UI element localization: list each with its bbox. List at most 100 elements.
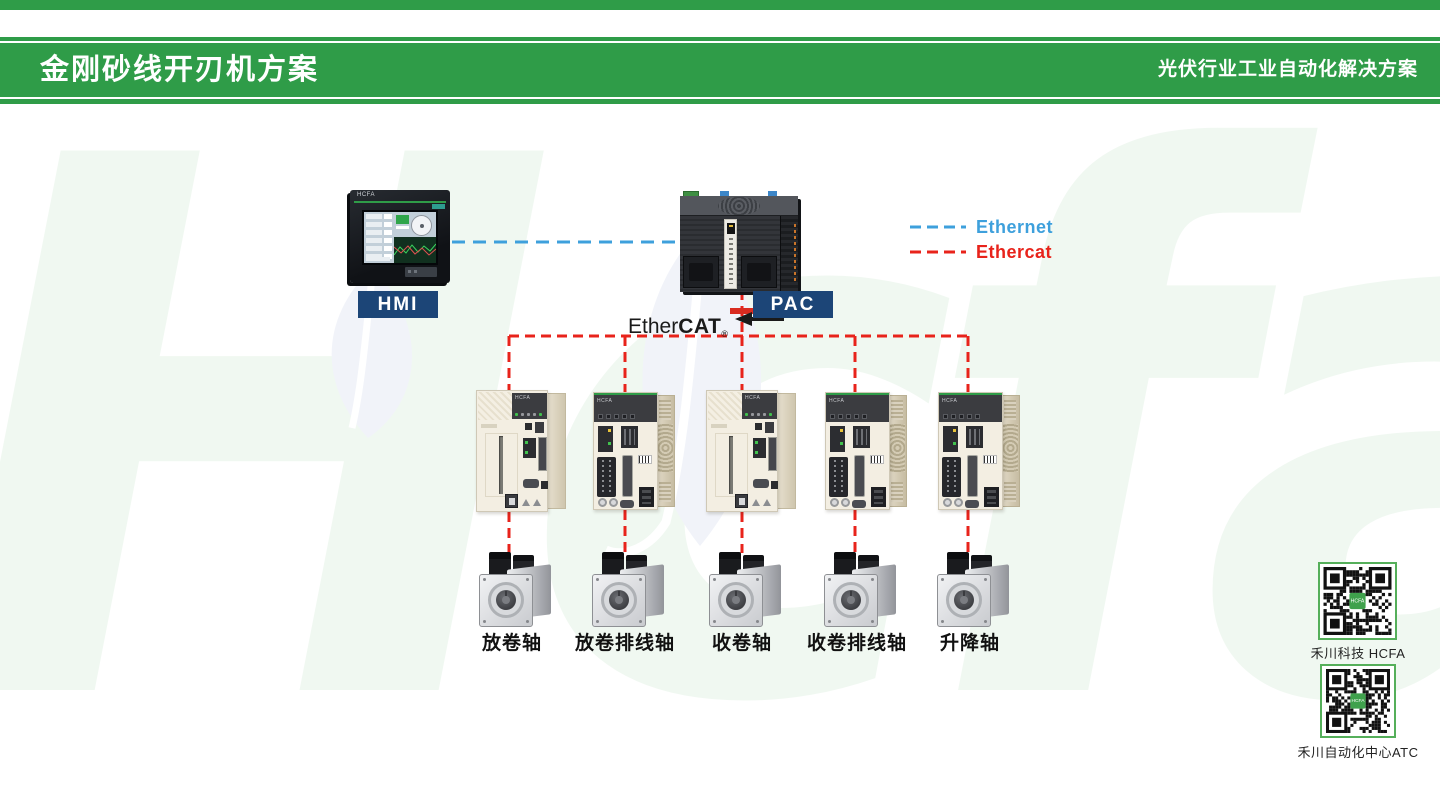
drive-display-module: HCFA	[594, 393, 657, 422]
hmi-screen-value-row	[396, 226, 409, 229]
hmi-screen-bottom-bar	[366, 257, 390, 261]
motor-shaft	[615, 596, 623, 604]
drive-ethernet-ports	[830, 426, 845, 452]
drive-encoder-connector	[854, 455, 865, 497]
pac-io-module	[741, 256, 777, 288]
drive-connector	[535, 422, 544, 433]
motor-connector	[834, 552, 856, 577]
servo-motor	[821, 551, 903, 629]
drive-led-row	[745, 413, 772, 416]
qr-code-hcfa: HCFA	[1318, 562, 1397, 640]
motor-connector	[602, 552, 624, 577]
header-top-line	[0, 37, 1440, 41]
drive-front-panel: HCFA	[476, 390, 548, 512]
legend-ethercat-label: Ethercat	[976, 242, 1053, 262]
motor-shaft-housing	[609, 590, 629, 610]
motor-connector	[947, 552, 969, 577]
axis-label: 收卷轴	[711, 633, 772, 654]
drive-connector	[541, 481, 548, 489]
pac-label: PAC	[753, 291, 833, 318]
drive-side-panel	[1002, 395, 1020, 507]
drive-knob	[841, 498, 850, 507]
drive-removable-panel	[485, 433, 518, 497]
drive-front-panel: HCFA	[593, 392, 658, 510]
qr-caption-atc: 禾川自动化中心ATC	[1297, 745, 1419, 760]
drive-fan	[890, 424, 905, 472]
servo-drive: HCFA	[938, 392, 1020, 510]
drive-slot	[729, 436, 733, 494]
motor-shaft-key	[618, 591, 620, 596]
motor-flange-ring	[718, 582, 754, 618]
drive-knob	[954, 498, 963, 507]
drive-display-module: HCFA	[512, 393, 547, 419]
drive-terminal-block	[621, 426, 638, 448]
motor-shaft-housing	[496, 590, 516, 610]
drive-front-panel: HCFA	[825, 392, 890, 510]
pac-center-strip	[724, 219, 737, 289]
drive-removable-panel	[715, 433, 748, 497]
motor-face	[592, 574, 646, 627]
ethercat-logo-bold: CAT	[678, 315, 722, 338]
hmi-corner-badge	[432, 204, 445, 209]
pac-front-face	[680, 216, 780, 292]
axis-label: 升降轴	[939, 633, 1000, 654]
drive-side-panel	[657, 395, 675, 507]
drive-ethernet-ports	[753, 438, 766, 458]
motor-flange-ring	[488, 582, 524, 618]
hmi-function-key-recess	[405, 267, 437, 277]
drive-button-row	[830, 414, 867, 419]
svg-text:HCFA: HCFA	[1351, 598, 1365, 604]
drive-brand-text: HCFA	[745, 395, 761, 401]
pac-dip-switches	[729, 238, 733, 284]
drive-fan	[1003, 424, 1018, 472]
hmi-device: HCFA	[350, 190, 450, 283]
qr-caption-hcfa: 禾川科技 HCFA	[1310, 646, 1406, 661]
motor-flange-ring	[601, 582, 637, 618]
drive-power-terminal	[984, 487, 999, 507]
motor-shaft-key	[505, 591, 507, 596]
drive-vent	[659, 482, 671, 502]
pac-blue-connector	[720, 191, 729, 197]
drive-front-panel: HCFA	[706, 390, 778, 512]
drive-knob	[943, 498, 952, 507]
drive-power-terminal	[639, 487, 654, 507]
servo-drive: HCFA	[825, 392, 907, 510]
drive-brand-text: HCFA	[829, 398, 845, 404]
drive-ethernet-ports	[523, 438, 536, 458]
drive-connector	[525, 423, 532, 430]
drive-dsub-connector	[523, 479, 539, 488]
drive-usb-port	[505, 494, 518, 508]
axis-label: 放卷排线轴	[574, 633, 675, 654]
warning-triangles-icon	[522, 499, 541, 506]
drive-button-row	[943, 414, 980, 419]
hmi-label: HMI	[358, 291, 438, 318]
motor-shaft-housing	[841, 590, 861, 610]
drive-vent	[891, 482, 903, 502]
servo-motor	[476, 551, 558, 629]
ethercat-logo-regular: Ether	[628, 315, 679, 338]
top-accent-strip	[0, 0, 1440, 10]
drive-display-module: HCFA	[939, 393, 1002, 422]
drive-barcode-label	[983, 455, 997, 464]
motor-face	[824, 574, 878, 627]
axis-label: 收卷排线轴	[806, 633, 907, 654]
hmi-screen	[362, 210, 438, 265]
hmi-screen-gauge	[411, 215, 432, 236]
drive-led-row	[515, 413, 542, 416]
motor-shaft-key	[963, 591, 965, 596]
hmi-screen-green-button	[396, 215, 409, 224]
motor-face	[937, 574, 991, 627]
hmi-screen-trend-chart	[393, 237, 437, 263]
servo-drive: HCFA	[476, 390, 566, 512]
hmi-indicator-dot	[414, 270, 417, 273]
drive-display-module: HCFA	[826, 393, 889, 422]
drive-terminal-block	[966, 426, 983, 448]
motor-face	[709, 574, 763, 627]
drive-encoder-connector	[538, 437, 547, 471]
drive-knob	[598, 498, 607, 507]
drive-connector	[765, 422, 774, 433]
pac-status-display	[727, 223, 735, 234]
charge-indicator	[481, 424, 497, 428]
header-bottom-line	[0, 99, 1440, 104]
servo-motor	[706, 551, 788, 629]
